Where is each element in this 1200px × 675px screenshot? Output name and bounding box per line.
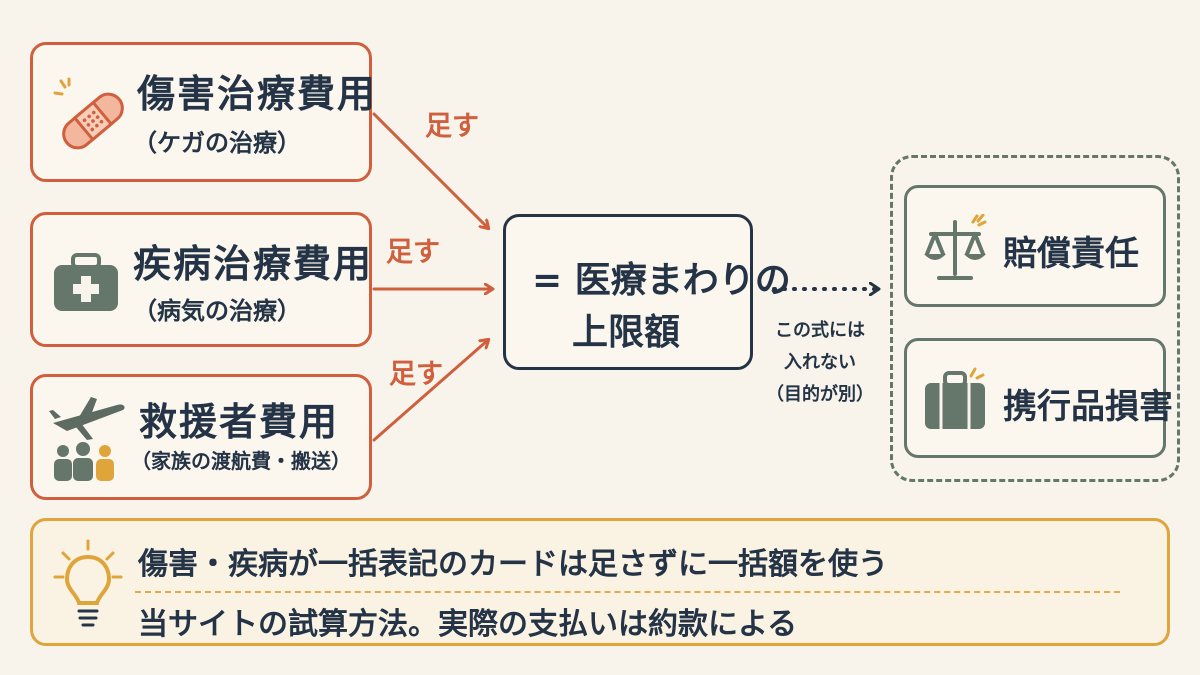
medical-kit-icon (54, 253, 118, 311)
suitcase-icon (925, 367, 985, 429)
add-label-injury: 足す (425, 111, 479, 142)
liability-title: 賠償責任 (1003, 234, 1139, 274)
arrow-rescue (372, 340, 488, 442)
injury-treatment-box: 傷害治療費用 （ケガの治療） (30, 42, 375, 182)
lightbulb-icon (53, 539, 123, 627)
illness-subtitle: （病気の治療） (133, 297, 301, 325)
scales-icon (924, 214, 987, 280)
exclusion-note-line2: 入れない (784, 352, 856, 373)
bandage-icon (53, 77, 124, 150)
tip-divider (135, 591, 1120, 593)
medical-limit-line2: 上限額 (572, 312, 681, 353)
add-label-rescue: 足す (389, 359, 443, 390)
liability-box: 賠償責任 (904, 185, 1166, 307)
exclusion-note-line1: この式には (775, 320, 865, 341)
arrow-injury (372, 112, 488, 228)
tip-line1: 傷害・疾病が一括表記のカードは足さずに一括額を使う (138, 547, 888, 582)
rescuer-expense-box: 救援者費用 （家族の渡航費・搬送） (30, 374, 372, 500)
medical-limit-box: = 医療まわりの 上限額 (503, 214, 791, 370)
rescuer-subtitle: （家族の渡航費・搬送） (131, 449, 351, 473)
add-label-illness: 足す (386, 237, 440, 268)
baggage-damage-title: 携行品損害 (1003, 387, 1173, 427)
exclusion-note-line3: （目的が別） (766, 384, 874, 405)
injury-title: 傷害治療費用 (137, 72, 378, 116)
excluded-group (890, 155, 1180, 482)
injury-subtitle: （ケガの治療） (133, 129, 301, 157)
tip-line2: 当サイトの試算方法。実際の支払いは約款による (138, 607, 798, 642)
tip-box: 傷害・疾病が一括表記のカードは足さずに一括額を使う 当サイトの試算方法。実際の支… (30, 518, 1170, 646)
baggage-damage-box: 携行品損害 (904, 338, 1173, 458)
airplane-family-icon (49, 397, 125, 481)
medical-limit-line1: = 医療まわりの (532, 260, 791, 301)
illness-title: 疾病治療費用 (133, 242, 374, 286)
rescuer-title: 救援者費用 (139, 400, 340, 444)
illness-treatment-box: 疾病治療費用 （病気の治療） (30, 212, 372, 347)
